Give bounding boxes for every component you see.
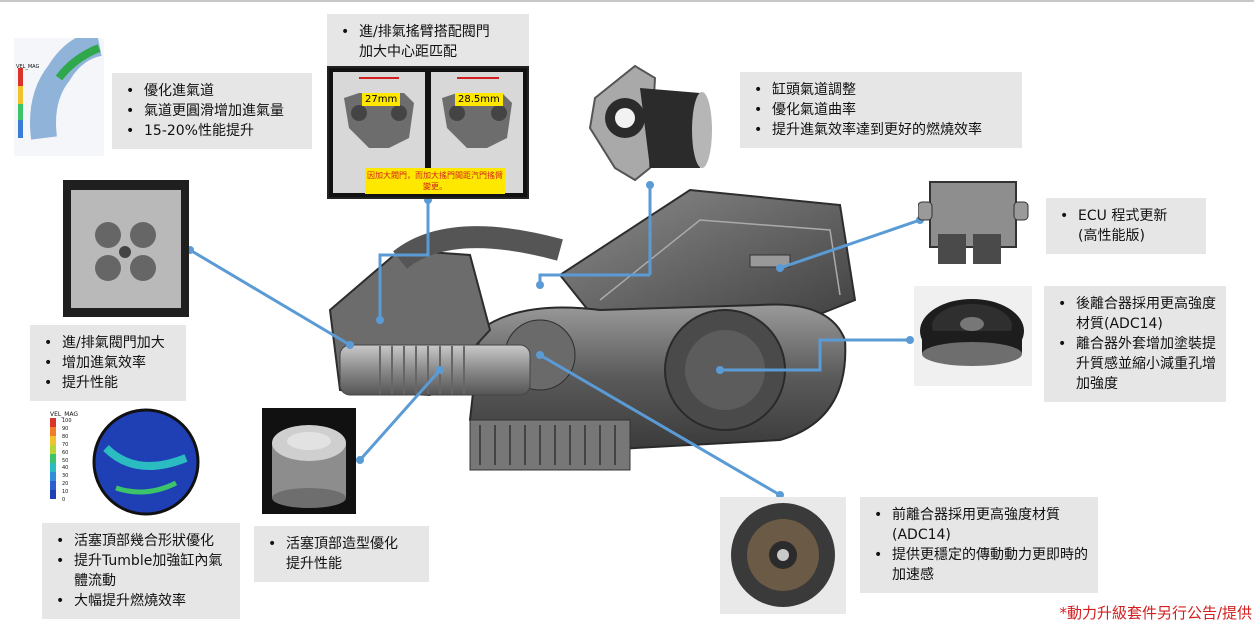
rocker-photo-caption: 因加大閥門，而加大搖門間距汽門搖臂變更。 (365, 168, 505, 194)
ecu-box: ECU 程式更新 (高性能版) (1046, 198, 1206, 254)
top-rule (0, 0, 1254, 2)
cylinder-head-item-3: 提升進氣效率達到更好的燃燒效率 (750, 120, 1012, 140)
rocker-arm-box: 進/排氣搖臂搭配閥門 加大中心距匹配 (327, 14, 529, 66)
valve-head-image (63, 180, 189, 317)
piston-photo (262, 408, 356, 514)
footnote: *動力升級套件另行公告/提供 (1059, 604, 1252, 622)
valves-item-1: 進/排氣閥門加大 (40, 333, 176, 353)
intake-legend-title: VEL_MAG (16, 64, 40, 70)
piston-legend-ticks: 100 90 80 70 60 50 40 30 20 10 0 (62, 418, 72, 505)
rocker-arm-item-1: 進/排氣搖臂搭配閥門 (337, 22, 519, 42)
intake-port-item-2: 氣道更圓滑增加進氣量 (122, 101, 302, 121)
legend-tick: 60 (62, 449, 69, 456)
piston-flow-item-3: 大幅提升燃燒效率 (52, 591, 230, 611)
rear-clutch-box: 後離合器採用更高強度材質(ADC14) 離合器外套增加塗裝提升質感並縮小減重孔增… (1044, 286, 1226, 402)
rocker-arm-item-2: 加大中心距匹配 (359, 44, 457, 60)
piston-cfd-image (46, 408, 216, 516)
piston-flow-item-1: 活塞頂部幾合形狀優化 (52, 531, 230, 551)
legend-tick: 80 (62, 433, 69, 440)
intake-port-cfd-image: VEL_MAG (14, 38, 104, 156)
valves-box: 進/排氣閥門加大 增加進氣效率 提升性能 (30, 325, 186, 401)
front-clutch-box: 前離合器採用更高強度材質(ADC14) 提供更穩定的傳動動力更即時的加速感 (860, 497, 1098, 593)
ecu-item-1: ECU 程式更新 (1056, 206, 1196, 226)
cylinder-head-item-2: 優化氣道曲率 (750, 100, 1012, 120)
front-clutch-item-1: 前離合器採用更高強度材質(ADC14) (870, 505, 1088, 545)
cylinder-head-port-image (580, 58, 720, 185)
legend-tick: 50 (62, 457, 69, 464)
rocker-dim-right: 28.5mm (455, 93, 503, 106)
intake-port-item-3: 15-20%性能提升 (122, 121, 302, 141)
piston-shape-box: 活塞頂部造型優化 提升性能 (254, 526, 429, 582)
cylinder-head-box: 缸頭氣道調整 優化氣道曲率 提升進氣效率達到更好的燃燒效率 (740, 72, 1022, 148)
rear-clutch-image (914, 286, 1032, 386)
front-clutch-item-2: 提供更穩定的傳動動力更即時的加速感 (870, 545, 1088, 585)
rocker-dim-left: 27mm (362, 93, 401, 106)
legend-tick: 90 (62, 425, 69, 432)
piston-flow-item-2: 提升Tumble加強缸內氣體流動 (52, 551, 230, 591)
legend-tick: 0 (62, 497, 66, 504)
rear-clutch-item-2: 離合器外套增加塗裝提升質感並縮小減重孔增加強度 (1054, 334, 1216, 394)
cylinder-head-item-1: 缸頭氣道調整 (750, 80, 1012, 100)
valves-item-2: 增加進氣效率 (40, 353, 176, 373)
legend-tick: 10 (62, 489, 69, 496)
legend-tick: 20 (62, 481, 69, 488)
legend-tick: 100 (62, 418, 72, 424)
legend-tick: 30 (62, 473, 69, 480)
intake-port-box: 優化進氣道 氣道更圓滑增加進氣量 15-20%性能提升 (112, 73, 312, 149)
piston-flow-box: 活塞頂部幾合形狀優化 提升Tumble加強缸內氣體流動 大幅提升燃燒效率 (42, 523, 240, 619)
ecu-image (918, 172, 1036, 268)
legend-tick: 70 (62, 441, 69, 448)
ecu-item-2: (高性能版) (1078, 228, 1145, 244)
intake-port-item-1: 優化進氣道 (122, 81, 302, 101)
front-clutch-image (720, 497, 846, 614)
piston-shape-item-2: 提升性能 (286, 556, 342, 572)
piston-shape-item-1: 活塞頂部造型優化 (264, 534, 419, 554)
rear-clutch-item-1: 後離合器採用更高強度材質(ADC14) (1054, 294, 1216, 334)
piston-legend-title: VEL_MAG (50, 411, 79, 418)
legend-tick: 40 (62, 465, 69, 472)
valves-item-3: 提升性能 (40, 373, 176, 393)
